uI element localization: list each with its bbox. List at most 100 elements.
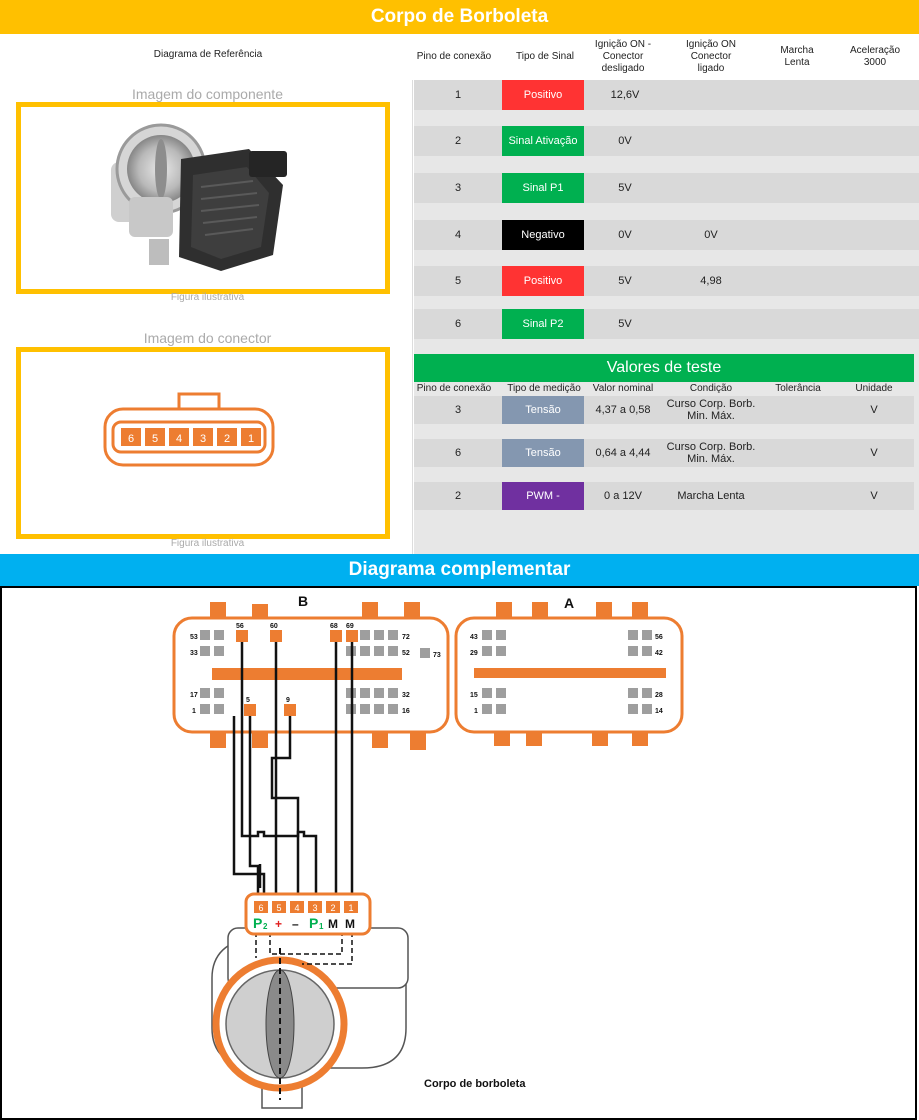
table-row: 3 Tensão 4,37 a 0,58 Curso Corp. Borb. M… <box>414 396 914 424</box>
value-ign-off: 5V <box>618 318 632 330</box>
header-accel: Aceleração 3000 <box>849 45 901 68</box>
tb-label-p1: P <box>309 915 318 931</box>
value-ign-on: 4,98 <box>700 275 722 287</box>
measure-badge: Tensão <box>502 439 584 467</box>
connector-figure-note: Figura ilustrativa <box>170 538 245 549</box>
pin-label: 5 <box>246 697 250 704</box>
tb-label-p2: P <box>253 915 262 931</box>
tb-pin <box>344 901 358 913</box>
test-tolerance <box>766 439 830 467</box>
tb-label-minus: – <box>292 917 299 931</box>
tb-pin <box>290 901 304 913</box>
test-pin: 6 <box>454 447 462 459</box>
signal-badge: Sinal P1 <box>502 173 584 203</box>
value-ign-on <box>676 80 746 110</box>
component-figure-note: Figura ilustrativa <box>170 292 245 303</box>
connector-pin-number: 1 <box>248 433 254 445</box>
ecu-connector-a: 43 29 15 1 56 42 28 14 A <box>454 595 684 746</box>
ecu-connector-b: 53 33 17 1 56 60 68 69 5 9 72 52 73 32 1… <box>172 593 450 750</box>
tb-label-plus: + <box>275 917 282 931</box>
connector-caption: Imagem do conector <box>143 330 272 346</box>
pin-number: 1 <box>454 89 462 101</box>
test-header-nominal: Valor nominal <box>592 383 654 394</box>
tb-pin-number: 3 <box>312 903 317 913</box>
test-unit: V <box>870 404 878 416</box>
header-idle: Marcha Lenta <box>780 45 814 68</box>
pin-number: 3 <box>454 182 462 194</box>
value-ign-off: 0V <box>618 135 632 147</box>
test-tolerance <box>766 396 830 424</box>
pin-label: 17 <box>190 692 198 699</box>
pin-label: 33 <box>190 650 198 657</box>
connector-pin-number: 6 <box>128 433 134 445</box>
tb-pin-number: 5 <box>276 903 281 913</box>
value-ign-on <box>676 309 746 339</box>
pin-number: 4 <box>454 229 462 241</box>
measure-badge: PWM - <box>502 482 584 510</box>
connector-a-label: A <box>564 595 574 611</box>
test-header-measure: Tipo de medição <box>507 383 581 394</box>
throttle-body-caption: Corpo de borboleta <box>424 1078 526 1090</box>
test-header-tolerance: Tolerância <box>775 383 821 394</box>
table-row: 6 Sinal P2 5V <box>414 309 919 339</box>
pin-label: 56 <box>655 634 663 641</box>
connector-pin <box>121 428 141 446</box>
wiring-diagram-svg: 53 33 17 1 56 60 68 69 5 9 72 52 73 32 1… <box>172 593 684 1109</box>
connector-b-label: B <box>298 593 308 609</box>
signal-badge: Sinal Ativação <box>502 126 584 156</box>
tb-pin <box>272 901 286 913</box>
test-pin: 2 <box>454 490 462 502</box>
pin-label: 1 <box>192 708 196 715</box>
component-image-frame <box>16 102 390 294</box>
tb-pin-number: 4 <box>294 903 299 913</box>
pin-label: 72 <box>402 634 410 641</box>
test-unit: V <box>870 447 878 459</box>
value-ign-off: 5V <box>618 275 632 287</box>
header-ign-on: Ignição ON Conector ligado <box>685 39 737 74</box>
pin-table-panel: 1 Positivo 12,6V 2 Sinal Ativação 0V 3 S… <box>414 80 919 554</box>
tb-pin <box>326 901 340 913</box>
connector-pin-number: 4 <box>176 433 182 445</box>
tb-pin <box>254 901 268 913</box>
connector-pin-number: 5 <box>152 433 158 445</box>
page-title: Corpo de Borboleta <box>0 0 919 34</box>
pin-label: 69 <box>346 623 354 630</box>
header-signal-type: Tipo de Sinal <box>516 51 574 62</box>
table-row: 1 Positivo 12,6V <box>414 80 919 110</box>
throttle-body-photo <box>111 123 287 271</box>
wiring-diagram: 53 33 17 1 56 60 68 69 5 9 72 52 73 32 1… <box>0 586 917 1120</box>
tb-pin <box>308 901 322 913</box>
table-row: 3 Sinal P1 5V <box>414 173 919 203</box>
pin-number: 6 <box>454 318 462 330</box>
tb-label-p1-sub: 1 <box>319 922 324 931</box>
signal-badge: Negativo <box>502 220 584 250</box>
test-values-title: Valores de teste <box>414 354 914 382</box>
test-unit: V <box>870 490 878 502</box>
value-ign-on: 0V <box>704 229 718 241</box>
test-header-unit: Unidade <box>855 383 893 394</box>
pin-label: 68 <box>330 623 338 630</box>
connector-pin <box>169 428 189 446</box>
value-ign-on <box>676 173 746 203</box>
pin-label: 43 <box>470 634 478 641</box>
tb-pin-number: 1 <box>348 903 353 913</box>
test-condition: Curso Corp. Borb. Min. Máx. <box>666 398 756 422</box>
pin-label: 60 <box>270 623 278 630</box>
table-row: 2 PWM - 0 a 12V Marcha Lenta V <box>414 482 914 510</box>
test-header-condition: Condição <box>689 383 733 394</box>
reference-panel: Imagem do componente <box>2 80 413 554</box>
test-nominal: 0 a 12V <box>604 490 642 502</box>
pin-label: 32 <box>402 692 410 699</box>
signal-badge: Sinal P2 <box>502 309 584 339</box>
test-nominal: 4,37 a 0,58 <box>595 404 651 416</box>
pin-label: 14 <box>655 708 663 715</box>
pin-label: 73 <box>433 652 441 659</box>
value-ign-off: 5V <box>618 182 632 194</box>
header-ref-diagram: Diagrama de Referência <box>153 49 263 60</box>
header-pin: Pino de conexão <box>416 51 492 62</box>
tb-pin-number: 2 <box>330 903 335 913</box>
component-caption: Imagem do componente <box>132 86 283 102</box>
